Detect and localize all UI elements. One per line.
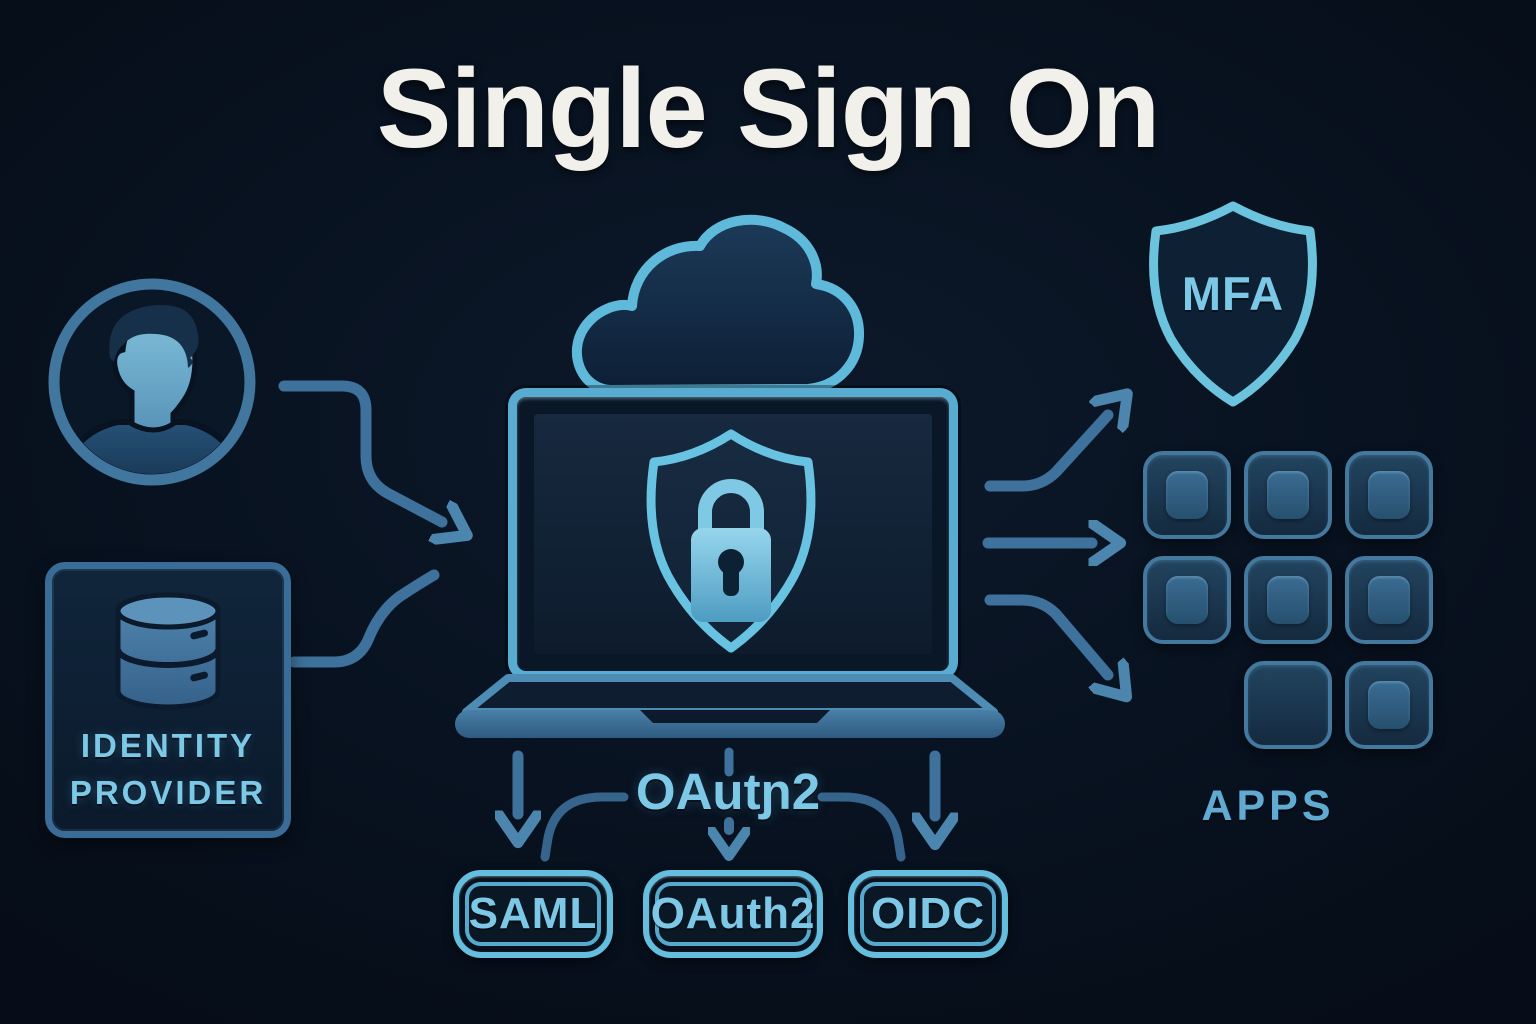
page-title: Single Sign On: [376, 46, 1160, 171]
app-tile: [1143, 451, 1231, 539]
sso-to-apps-lower-arrow: [984, 594, 1108, 675]
app-tile: [1345, 661, 1433, 749]
avatar-to-sso-arrow: [278, 380, 442, 522]
mfa-label: MFA: [1181, 267, 1285, 320]
protocol-box-oidc: OIDC: [848, 870, 1008, 958]
shield-icon: [1149, 201, 1317, 407]
apps-label: APPS: [1201, 782, 1335, 830]
apps-grid: [1143, 451, 1433, 749]
app-tile: [1345, 556, 1433, 644]
idp-to-sso-curve: [288, 569, 440, 668]
shield-lock-icon: [646, 429, 816, 653]
oauth-flow-label: OAutɲ2: [635, 763, 821, 820]
protocol-box-oauth2: OAuth2: [643, 870, 823, 958]
protocol-box-saml-inner: SAML: [465, 882, 601, 946]
laptop-base: [455, 674, 1005, 738]
oauth-branch-left-curve: [540, 792, 629, 862]
mfa-badge: MFA: [1138, 198, 1328, 410]
identity-provider-label: IDENTITY PROVIDER: [70, 723, 266, 817]
user-avatar: [48, 278, 256, 486]
database-icon: [115, 592, 221, 710]
protocol-box-oauth2-inner: OAuth2: [651, 882, 814, 946]
sso-to-mfa-arrow: [984, 415, 1108, 492]
app-tile-glyph: [1267, 576, 1309, 624]
cloud-icon: [571, 214, 865, 395]
protocol-box-oidc-inner: OIDC: [860, 882, 996, 946]
oauth-branch-right-curve: [817, 792, 906, 862]
protocol-box-saml: SAML: [453, 870, 613, 958]
protocol-label-oauth2: OAuth2: [650, 889, 816, 938]
identity-provider-label-line2: PROVIDER: [69, 773, 267, 811]
app-tile-glyph: [1368, 681, 1410, 729]
app-tile-glyph: [1267, 471, 1309, 519]
app-tile-glyph: [1166, 576, 1208, 624]
identity-provider-box: IDENTITY PROVIDER: [45, 562, 291, 838]
protocol-label-oidc: OIDC: [871, 889, 985, 938]
identity-provider-label-line1: IDENTITY: [80, 727, 256, 764]
app-tile: [1143, 556, 1231, 644]
app-tile: [1244, 451, 1332, 539]
laptop-shield-lock-icon: [455, 429, 1005, 738]
app-tile-glyph: [1166, 471, 1208, 519]
app-tile-glyph: [1368, 471, 1410, 519]
app-tile: [1345, 451, 1433, 539]
app-tile-glyph: [1368, 576, 1410, 624]
app-tile: [1244, 661, 1332, 749]
app-tile: [1244, 556, 1332, 644]
laptop-icon: [450, 380, 1010, 745]
protocol-label-saml: SAML: [468, 889, 598, 938]
